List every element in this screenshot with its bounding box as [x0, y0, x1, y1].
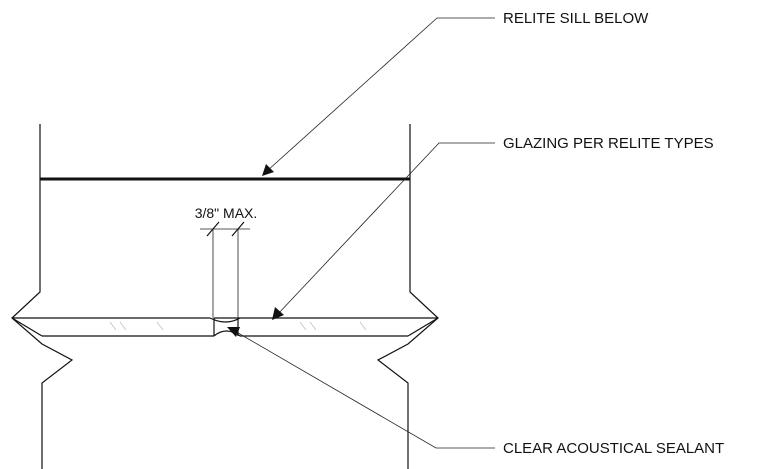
- arrowhead-sealant: [227, 327, 240, 337]
- right-jamb-outline: [376, 124, 439, 469]
- arrowhead-sill: [262, 164, 274, 176]
- dimension-text: 3/8" MAX.: [195, 205, 258, 221]
- dimension-tick-left: [206, 221, 220, 237]
- leader-sill: [266, 17, 495, 172]
- dimension-tick-right: [231, 221, 245, 237]
- leader-sealant: [232, 329, 495, 449]
- arrowhead-glazing: [272, 307, 284, 320]
- left-jamb-outline: [11, 124, 74, 469]
- leader-glazing: [276, 142, 495, 316]
- callout-glazing: GLAZING PER RELITE TYPES: [503, 135, 714, 152]
- callout-sill: RELITE SILL BELOW: [503, 10, 649, 27]
- callout-sealant: CLEAR ACOUSTICAL SEALANT: [503, 440, 724, 457]
- glazing-panel: [11, 317, 439, 337]
- sealant-bead: [209, 317, 241, 337]
